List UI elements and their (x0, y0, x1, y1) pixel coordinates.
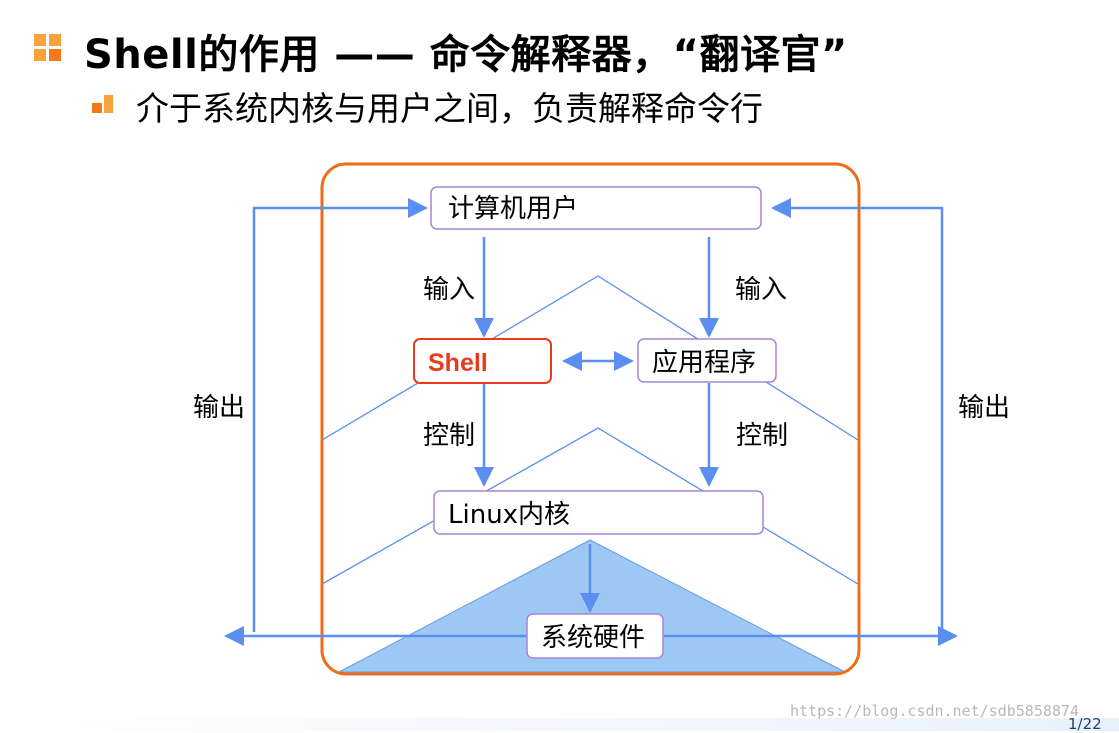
slide-title: Shell的作用 —— 命令解释器，“翻译官” (84, 32, 848, 78)
node-system-hardware: 系统硬件 (526, 613, 664, 659)
label-control-left: 控制 (423, 421, 475, 451)
shell-region-border (320, 162, 861, 676)
slide-subtitle: 介于系统内核与用户之间，负责解释命令行 (136, 89, 763, 128)
chevron-lines (321, 275, 859, 585)
node-linux-kernel: Linux内核 (433, 490, 764, 535)
node-label-user: 计算机用户 (448, 194, 578, 224)
label-input-left: 输入 (423, 275, 475, 305)
node-label-app: 应用程序 (652, 348, 756, 378)
sub-bullet-icon (92, 95, 114, 115)
label-output-left: 输出 (193, 393, 245, 423)
page-number: 1/22 (1068, 715, 1102, 733)
label-input-right: 输入 (735, 275, 787, 305)
heading-bullet-icon (34, 34, 62, 62)
watermark-url: https://blog.csdn.net/sdb5858874 (790, 702, 1079, 720)
node-application: 应用程序 (637, 338, 777, 383)
node-label-shell: Shell (428, 349, 488, 377)
output-arrows (224, 198, 958, 646)
flow-arrows (474, 237, 719, 613)
node-shell: Shell (413, 338, 552, 384)
footer-bar (0, 718, 1119, 731)
node-label-kernel: Linux内核 (448, 500, 570, 530)
label-control-right: 控制 (736, 421, 788, 451)
label-output-right: 输出 (958, 393, 1010, 423)
node-label-hardware: 系统硬件 (541, 623, 645, 653)
node-computer-user: 计算机用户 (430, 186, 762, 230)
